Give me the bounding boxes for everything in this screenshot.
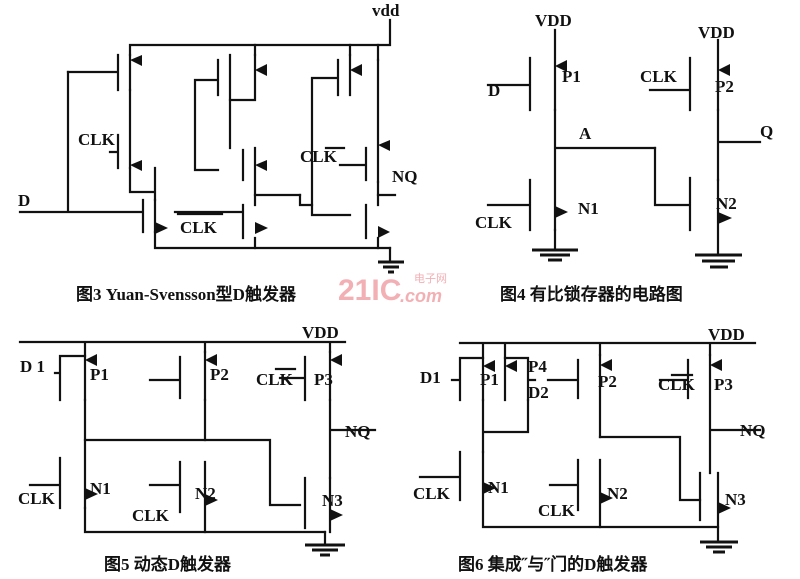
fig5-d1-label: D 1 (20, 357, 45, 376)
fig5-clk2-label: CLK (132, 506, 170, 525)
fig6-n2-label: N2 (607, 484, 628, 503)
fig3-caption: 图3 Yuan-Svensson型D触发器 (76, 284, 297, 304)
fig3-yuan-svensson-dff: vdd D CLK CLK CLK NQ 图3 Yuan-Svensson型D触… (18, 1, 418, 304)
fig3-d-label: D (18, 191, 30, 210)
fig4-vdd2-label: VDD (698, 23, 735, 42)
fig4-a-label: A (579, 124, 592, 143)
fig3-clk1-label: CLK (78, 130, 116, 149)
fig6-vdd-label: VDD (708, 325, 745, 344)
fig4-p1-label: P1 (562, 67, 581, 86)
fig4-q-label: Q (760, 122, 773, 141)
watermark-domain: .com (400, 286, 442, 306)
fig3-clk2-label: CLK (180, 218, 218, 237)
fig6-caption: 图6 集成˝与˝门的D触发器 (458, 554, 648, 574)
fig5-nq-label: NQ (345, 422, 371, 441)
fig3-clk3-label: CLK (300, 147, 338, 166)
fig6-nq-label: NQ (740, 421, 766, 440)
fig5-vdd-label: VDD (302, 323, 339, 342)
fig4-caption: 图4 有比锁存器的电路图 (500, 284, 683, 304)
fig6-clk-top-label: CLK (658, 375, 696, 394)
fig5-n3-label: N3 (322, 491, 343, 510)
fig4-vdd1-label: VDD (535, 11, 572, 30)
fig6-d2-label: D2 (528, 383, 549, 402)
watermark-brand: 21IC (338, 274, 401, 307)
fig5-p1-label: P1 (90, 365, 109, 384)
fig6-p3-label: P3 (714, 375, 733, 394)
fig6-n3-label: N3 (725, 490, 746, 509)
fig6-p4-label: P4 (528, 357, 547, 376)
fig5-clk1-label: CLK (18, 489, 56, 508)
fig6-p1-label: P1 (480, 370, 499, 389)
fig6-p2-label: P2 (598, 372, 617, 391)
site-watermark: 21IC 电子网 .com (338, 272, 447, 307)
fig4-clk1-label: CLK (640, 67, 678, 86)
fig6-clk1-label: CLK (413, 484, 451, 503)
fig4-p2-label: P2 (715, 77, 734, 96)
fig6-clk2-label: CLK (538, 501, 576, 520)
fig4-n1-label: N1 (578, 199, 599, 218)
fig3-vdd-label: vdd (372, 1, 400, 20)
fig5-clk-top-label: CLK (256, 370, 294, 389)
fig4-ratioed-latch: VDD VDD D P1 P2 CLK A Q CLK N1 N2 图4 有比锁… (475, 11, 773, 304)
fig5-dynamic-dff: VDD D 1 P1 P2 CLK P3 NQ CLK N1 CLK N2 N3… (18, 323, 377, 574)
fig5-caption: 图5 动态D触发器 (104, 554, 232, 574)
fig4-n2-label: N2 (716, 194, 737, 213)
fig4-d-label: D (488, 81, 500, 100)
fig6-and-integrated-dff: VDD D1 P1 P4 D2 P2 CLK P3 NQ CLK N1 CLK … (413, 325, 766, 574)
fig5-n1-label: N1 (90, 479, 111, 498)
fig5-n2-label: N2 (195, 484, 216, 503)
fig3-nq-label: NQ (392, 167, 418, 186)
fig4-clk2-label: CLK (475, 213, 513, 232)
fig6-n1-label: N1 (488, 478, 509, 497)
fig6-d1-label: D1 (420, 368, 441, 387)
watermark-sub: 电子网 (414, 272, 447, 285)
fig5-p2-label: P2 (210, 365, 229, 384)
fig5-p3-label: P3 (314, 370, 333, 389)
